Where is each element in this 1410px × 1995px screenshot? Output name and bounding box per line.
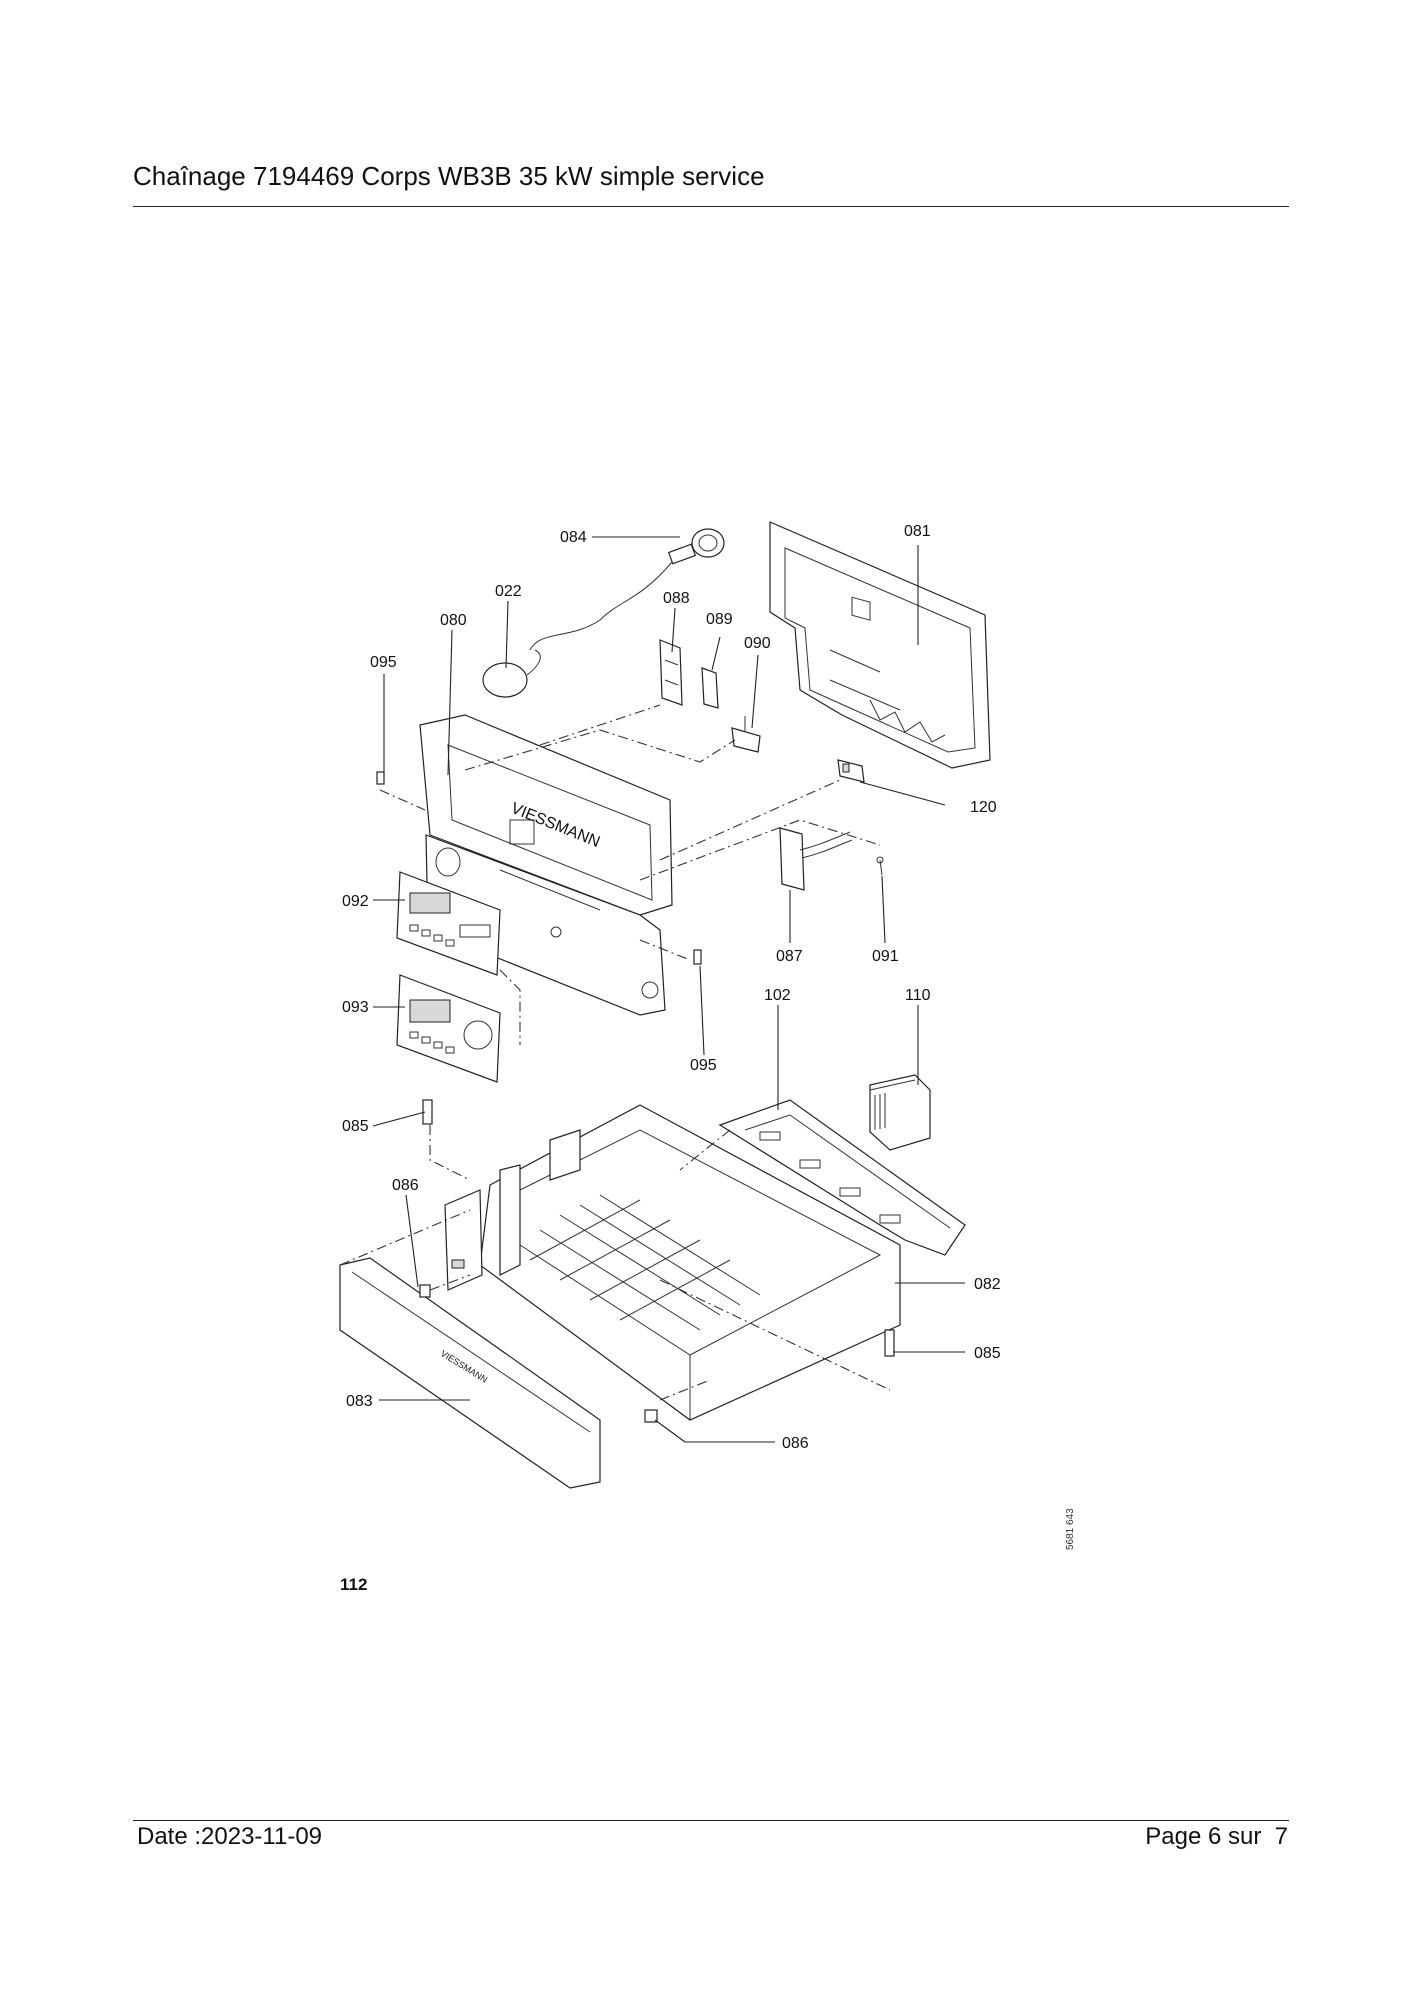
part-081-rear-cover [769, 521, 991, 769]
label-088: 088 [663, 590, 690, 607]
part-087-circuit-board [779, 827, 853, 891]
label-089: 089 [706, 611, 733, 628]
part-093-display-panel [396, 974, 501, 1083]
label-092: 092 [342, 893, 369, 910]
label-093: 093 [342, 999, 369, 1016]
part-083-front-cover: VIESSMANN [339, 1257, 601, 1489]
drawing-number: 5681 643 [1065, 1508, 1076, 1550]
reference-labels: 084 081 022 088 080 089 090 095 120 092 … [342, 523, 1001, 1452]
label-090: 090 [744, 635, 771, 652]
part-102-mounting-rail [718, 1099, 966, 1256]
part-091-screw [876, 856, 884, 876]
header-divider [133, 206, 1289, 207]
assembly-lines [339, 704, 891, 1401]
footer-page-number: Page 6 sur 7 [1145, 1823, 1288, 1850]
part-090-clip [731, 716, 761, 753]
part-084-sensor [667, 528, 725, 565]
footer-divider [133, 1820, 1289, 1821]
label-095-lower: 095 [690, 1057, 717, 1074]
footer-date: Date :2023-11-09 [137, 1823, 323, 1850]
part-095-clip-upper [376, 771, 385, 785]
label-082: 082 [974, 1276, 1001, 1293]
label-086-upper: 086 [392, 1177, 419, 1194]
leader-lines [372, 536, 965, 1443]
part-089-module [701, 667, 719, 709]
label-085-upper: 085 [342, 1118, 369, 1135]
label-022: 022 [495, 583, 522, 600]
label-080: 080 [440, 612, 467, 629]
label-081: 081 [904, 523, 931, 540]
label-110: 110 [905, 987, 931, 1004]
part-092-display-panel [396, 871, 501, 976]
part-085-latch-lower [884, 1329, 895, 1357]
label-083: 083 [346, 1393, 373, 1410]
label-095-upper: 095 [370, 654, 397, 671]
part-086-clip-lower [644, 1409, 658, 1423]
page-title: Chaînage 7194469 Corps WB3B 35 kW simple… [133, 161, 765, 191]
label-120: 120 [970, 799, 997, 816]
label-091: 091 [872, 948, 899, 965]
part-080-control-housing: VIESSMANN [419, 714, 673, 1016]
part-110-relay-block [869, 1074, 931, 1151]
part-095-clip-lower [693, 949, 702, 965]
part-120-connector [837, 759, 865, 783]
part-088-module [659, 639, 683, 706]
part-086-bracket [444, 1189, 483, 1291]
sensor-cable [529, 561, 673, 651]
label-085-lower: 085 [974, 1345, 1001, 1362]
figure-number: 112 [340, 1575, 367, 1594]
label-086-lower: 086 [782, 1435, 809, 1452]
label-102: 102 [764, 987, 791, 1004]
label-087: 087 [776, 948, 803, 965]
part-082-base-tray [479, 1104, 901, 1421]
label-084: 084 [560, 529, 587, 546]
part-022-sensor-head [482, 649, 541, 698]
part-086-clip-upper [419, 1284, 431, 1298]
